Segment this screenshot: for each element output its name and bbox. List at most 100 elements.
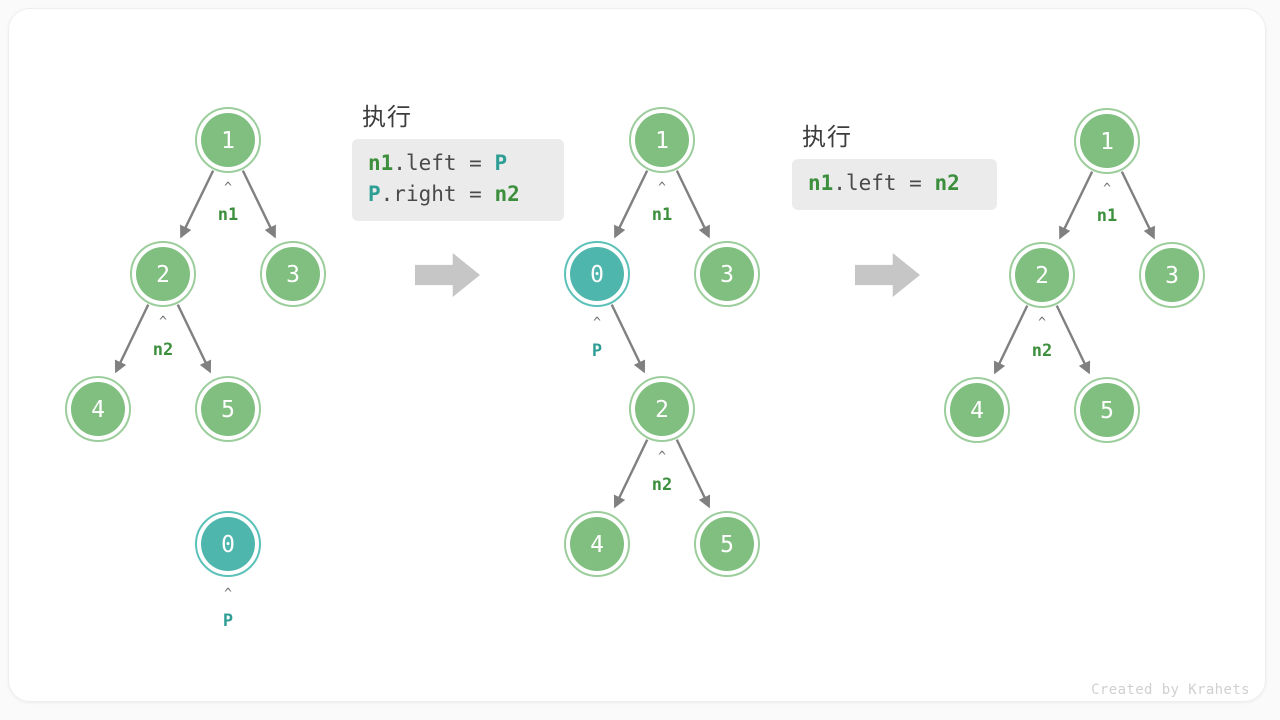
node-value: 3 xyxy=(720,262,734,288)
node-ring xyxy=(629,376,695,442)
node-ring xyxy=(195,376,261,442)
node-circle xyxy=(71,382,125,436)
pointer-label: n2 xyxy=(153,340,173,360)
tree-node[interactable]: 4 xyxy=(564,511,630,577)
tree-node[interactable]: 2 xyxy=(1009,242,1075,308)
node-circle xyxy=(1080,114,1134,168)
tree-node[interactable]: 5 xyxy=(694,511,760,577)
node-circle xyxy=(635,113,689,167)
pointer-caret-icon: ^ xyxy=(159,315,167,330)
pointer-caret-icon: ^ xyxy=(658,450,666,465)
tree-edge xyxy=(993,305,1029,375)
code-line: n1.left = n2 xyxy=(808,168,981,199)
tree-node[interactable]: 5 xyxy=(1074,377,1140,443)
tree-node[interactable]: 3 xyxy=(260,241,326,307)
pointer-label: n1 xyxy=(218,205,238,225)
pointer-caret-icon: ^ xyxy=(224,587,232,602)
node-circle xyxy=(1145,248,1199,302)
tree-edge xyxy=(114,304,150,374)
tree-node[interactable]: 5 xyxy=(195,376,261,442)
node-ring xyxy=(564,511,630,577)
node-circle xyxy=(201,517,255,571)
node-value: 0 xyxy=(590,262,604,288)
step-3-heading: 执行 xyxy=(802,123,852,151)
node-ring xyxy=(195,511,261,577)
tree-node[interactable]: 1 xyxy=(1074,108,1140,174)
node-circle xyxy=(201,382,255,436)
node-ring xyxy=(1074,377,1140,443)
tree-edge xyxy=(610,304,646,374)
tree-edge xyxy=(241,170,276,239)
pointer-caret-icon: ^ xyxy=(658,181,666,196)
node-ring xyxy=(1074,108,1140,174)
tree-node[interactable]: 2 xyxy=(130,241,196,307)
pointer-caret-icon: ^ xyxy=(224,181,232,196)
arrow-1 xyxy=(415,253,480,297)
pointer-caret-icon: ^ xyxy=(1038,316,1046,331)
code-token: n2 xyxy=(494,182,520,206)
tree-node[interactable]: 0 xyxy=(195,511,261,577)
tree-edge xyxy=(1059,171,1094,240)
code-token: n1 xyxy=(368,151,394,175)
node-circle xyxy=(1080,383,1134,437)
node-ring xyxy=(195,107,261,173)
code-line: n1.left = P xyxy=(368,148,548,179)
tree-edge xyxy=(180,170,215,239)
node-ring xyxy=(1009,242,1075,308)
tree-edge xyxy=(675,170,710,239)
node-circle xyxy=(1015,248,1069,302)
node-ring xyxy=(564,241,630,307)
tree-node[interactable]: 2 xyxy=(629,376,695,442)
pointer-label: P xyxy=(223,611,233,631)
tree-edge xyxy=(613,439,649,509)
step-2-heading: 执行 xyxy=(362,103,412,131)
credit-watermark: Created by Krahets xyxy=(1091,682,1250,698)
tree-edge xyxy=(1055,305,1091,375)
step-3-code-block: n1.left = n2 xyxy=(792,159,997,210)
transition-arrow-icon xyxy=(855,253,920,297)
node-circle xyxy=(635,382,689,436)
node-value: 3 xyxy=(286,262,300,288)
tree-node[interactable]: 3 xyxy=(1139,242,1205,308)
pointer-label: n2 xyxy=(652,475,672,495)
node-circle xyxy=(201,113,255,167)
pointer-label: n1 xyxy=(1097,206,1117,226)
node-circle xyxy=(570,517,624,571)
node-ring xyxy=(1139,242,1205,308)
tree-edge xyxy=(675,439,711,509)
node-value: 5 xyxy=(720,532,734,558)
node-ring xyxy=(694,511,760,577)
node-circle xyxy=(570,247,624,301)
node-circle xyxy=(136,247,190,301)
node-circle xyxy=(700,517,754,571)
tree-node[interactable]: 1 xyxy=(195,107,261,173)
code-token: .right = xyxy=(380,182,495,206)
node-ring xyxy=(944,377,1010,443)
tree-edge xyxy=(176,304,212,374)
node-ring xyxy=(629,107,695,173)
node-circle xyxy=(700,247,754,301)
tree-node[interactable]: 4 xyxy=(944,377,1010,443)
tree-node[interactable]: 4 xyxy=(65,376,131,442)
pointer-caret-icon: ^ xyxy=(1103,182,1111,197)
tree-node[interactable]: 0 xyxy=(564,241,630,307)
node-circle xyxy=(950,383,1004,437)
node-circle xyxy=(266,247,320,301)
pointer-label: n2 xyxy=(1032,341,1052,361)
node-ring xyxy=(260,241,326,307)
code-token: n2 xyxy=(934,171,960,195)
tree-edge xyxy=(614,170,649,239)
code-token: n1 xyxy=(808,171,834,195)
code-token: P xyxy=(368,182,381,206)
code-token: P xyxy=(494,151,508,175)
pointer-label: P xyxy=(592,341,602,361)
tree-node[interactable]: 1 xyxy=(629,107,695,173)
node-value: 5 xyxy=(221,397,235,423)
tree-node[interactable]: 3 xyxy=(694,241,760,307)
node-value: 1 xyxy=(221,128,235,154)
node-ring xyxy=(65,376,131,442)
